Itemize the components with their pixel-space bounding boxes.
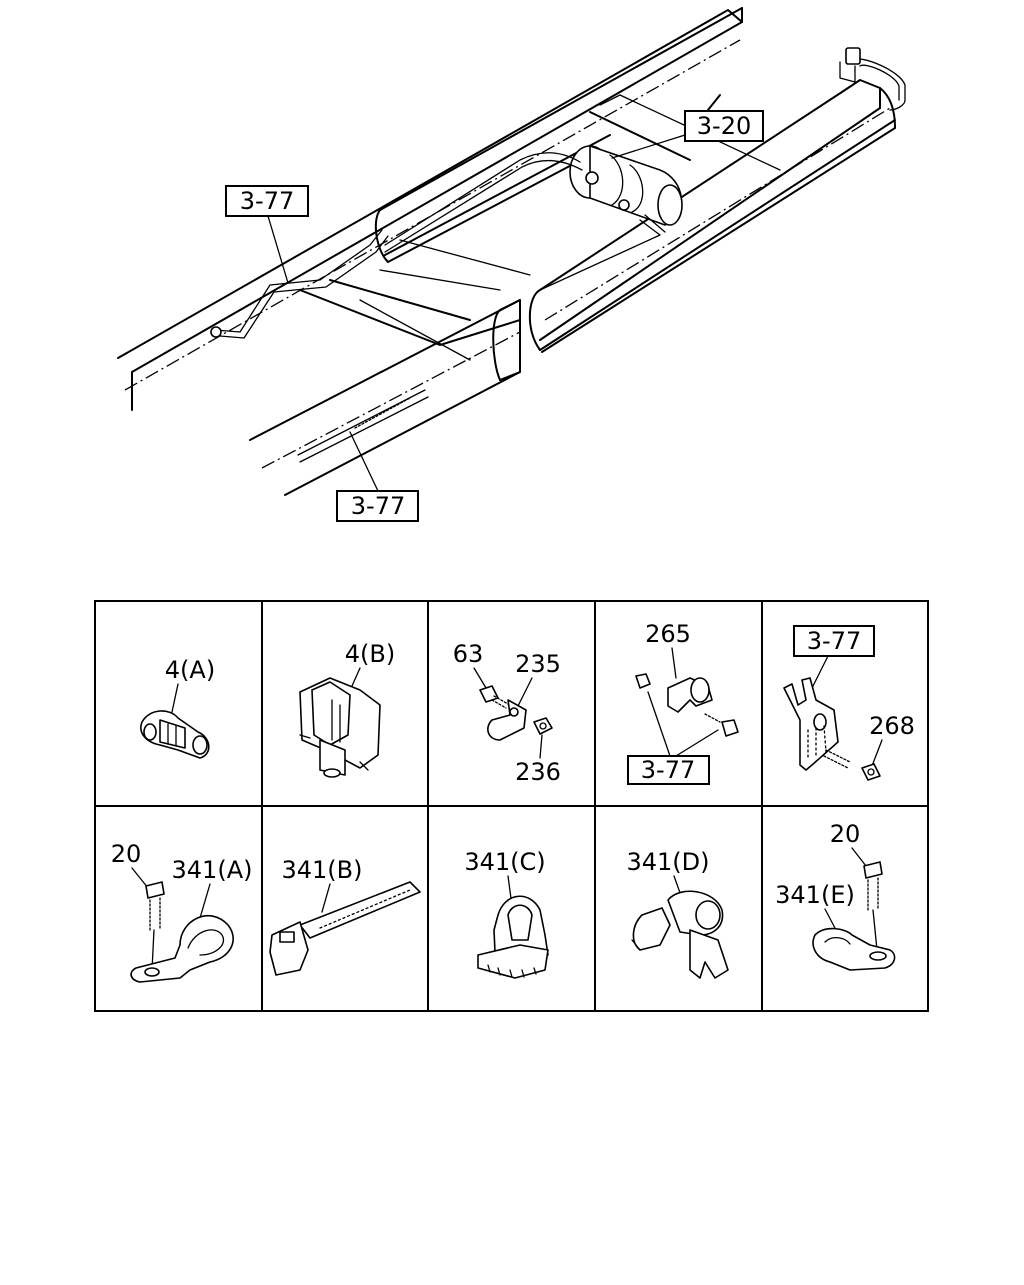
callout-3-77-top-label: 3-77 <box>240 187 294 215</box>
chassis-frame-illustration <box>117 7 906 496</box>
label-268: 268 <box>869 712 915 740</box>
label-341c: 341(C) <box>464 848 545 876</box>
bolt-20-e-icon <box>863 861 883 951</box>
label-63: 63 <box>453 640 484 668</box>
cell-4b: 4(B) <box>299 640 395 778</box>
cell-341e: 20 341(E) <box>775 820 896 971</box>
pipe-clip-341d-icon <box>631 890 729 979</box>
bracket-3-77-icon <box>783 677 839 771</box>
clip-4b-icon <box>299 677 381 778</box>
label-20-e: 20 <box>830 820 861 848</box>
push-clip-341c-icon <box>477 895 549 979</box>
clamp-341a-icon <box>130 914 234 983</box>
label-268-ref: 3-77 <box>807 627 861 655</box>
callout-3-77-top: 3-77 <box>225 185 309 284</box>
cell-341a: 20 341(A) <box>111 840 253 983</box>
coil-spring-icon <box>354 397 411 429</box>
label-235: 235 <box>515 650 561 678</box>
nut-268-icon <box>861 763 881 781</box>
label-341e: 341(E) <box>775 881 855 909</box>
label-265: 265 <box>645 620 691 648</box>
nut-265-icon <box>635 673 651 689</box>
bolt-265-icon <box>704 713 739 737</box>
label-20-a: 20 <box>111 840 142 868</box>
cable-tie-341b-icon <box>269 881 421 976</box>
label-4a: 4(A) <box>165 656 215 684</box>
cell-341d: 341(D) <box>626 848 729 979</box>
cell-63-235-236: 63 235 236 <box>453 640 561 786</box>
cell-265: 265 3-77 <box>627 620 739 785</box>
label-341b: 341(B) <box>282 856 363 884</box>
clip-235-icon <box>487 699 527 741</box>
bolt-20-a-icon <box>145 881 165 971</box>
clip-265-icon <box>667 677 713 713</box>
cell-268: 3-77 268 <box>783 625 915 781</box>
reservoir-tank <box>569 145 683 226</box>
cell-4a: 4(A) <box>140 656 215 759</box>
stud-268-icon <box>823 749 851 769</box>
callout-3-20-label: 3-20 <box>697 112 751 140</box>
label-341a: 341(A) <box>172 856 253 884</box>
label-341d: 341(D) <box>626 848 709 876</box>
label-236: 236 <box>515 758 561 786</box>
nut-236-icon <box>533 717 553 735</box>
cell-341c: 341(C) <box>464 848 549 979</box>
parts-grid <box>94 600 929 1012</box>
callout-3-77-bottom: 3-77 <box>336 431 419 522</box>
clip-4a-icon <box>140 710 210 759</box>
bolt-63-icon <box>479 685 509 709</box>
label-265-ref: 3-77 <box>641 756 695 784</box>
label-4b: 4(B) <box>345 640 395 668</box>
callout-3-20: 3-20 <box>611 110 764 159</box>
clamp-341e-icon <box>812 927 896 971</box>
callout-3-77-bottom-label: 3-77 <box>351 492 405 520</box>
cell-341b: 341(B) <box>269 856 421 976</box>
